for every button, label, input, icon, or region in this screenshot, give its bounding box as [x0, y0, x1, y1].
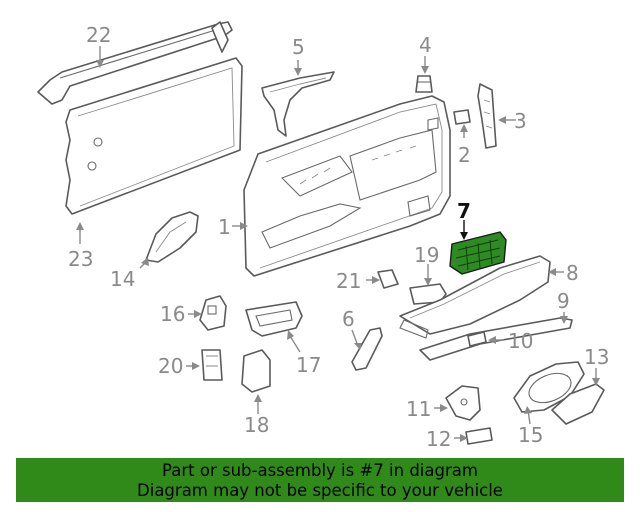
- part-10-clip[interactable]: [467, 331, 487, 347]
- callout-17[interactable]: 17: [296, 353, 321, 377]
- parts-diagram: 22 23 5 4 2 3 1 14 16 20 17 18 21 19 7 8…: [37, 21, 609, 451]
- part-12-clip[interactable]: [465, 427, 493, 445]
- banner-line-2: Diagram may not be specific to your vehi…: [137, 481, 503, 500]
- callout-15[interactable]: 15: [518, 423, 543, 447]
- callout-14[interactable]: 14: [110, 267, 135, 291]
- callout-9[interactable]: 9: [557, 289, 570, 313]
- banner-line-1: Part or sub-assembly is #7 in diagram: [162, 461, 478, 480]
- callout-19[interactable]: 19: [414, 243, 439, 267]
- part-2-block[interactable]: [453, 109, 471, 125]
- part-18-handle[interactable]: [241, 349, 271, 393]
- leader-lines: [76, 46, 600, 442]
- part-21-clip[interactable]: [377, 269, 399, 289]
- callout-18[interactable]: 18: [244, 413, 269, 437]
- callout-12[interactable]: 12: [426, 427, 451, 451]
- callout-11[interactable]: 11: [406, 397, 431, 421]
- callout-10[interactable]: 10: [508, 329, 533, 353]
- part-22-window-frame[interactable]: [37, 21, 233, 105]
- part-1-door-panel[interactable]: [243, 95, 451, 277]
- part-14-speaker-cover[interactable]: [145, 211, 199, 263]
- part-3-bracket[interactable]: [477, 83, 497, 149]
- callout-16[interactable]: 16: [160, 302, 185, 326]
- part-5-upper-trim[interactable]: [261, 71, 335, 137]
- callout-20[interactable]: 20: [158, 354, 183, 378]
- part-16-bracket[interactable]: [199, 295, 227, 331]
- callout-3[interactable]: 3: [514, 109, 527, 133]
- callout-13[interactable]: 13: [584, 345, 609, 369]
- callout-5[interactable]: 5: [292, 35, 305, 59]
- callout-23[interactable]: 23: [68, 247, 93, 271]
- part-7-switch-panel[interactable]: [449, 231, 507, 275]
- callout-8[interactable]: 8: [566, 261, 579, 285]
- part-11-bracket[interactable]: [445, 385, 481, 421]
- callout-2[interactable]: 2: [458, 143, 471, 167]
- part-6-trim[interactable]: [351, 327, 383, 371]
- part-20-switch[interactable]: [201, 349, 223, 381]
- callout-1[interactable]: 1: [218, 215, 231, 239]
- callout-4[interactable]: 4: [419, 33, 432, 57]
- fitment-notice-banner: Part or sub-assembly is #7 in diagram Di…: [16, 458, 624, 502]
- part-4-pin[interactable]: [415, 75, 433, 93]
- callout-21[interactable]: 21: [336, 269, 361, 293]
- callout-labels: 22 23 5 4 2 3 1 14 16 20 17 18 21 19 7 8…: [68, 23, 609, 451]
- callout-22[interactable]: 22: [86, 23, 111, 47]
- callout-6[interactable]: 6: [342, 307, 355, 331]
- part-23-water-shield[interactable]: [65, 57, 243, 215]
- part-13-speaker-cover[interactable]: [551, 383, 605, 425]
- callout-7[interactable]: 7: [457, 199, 471, 223]
- part-17-bezel[interactable]: [245, 301, 303, 337]
